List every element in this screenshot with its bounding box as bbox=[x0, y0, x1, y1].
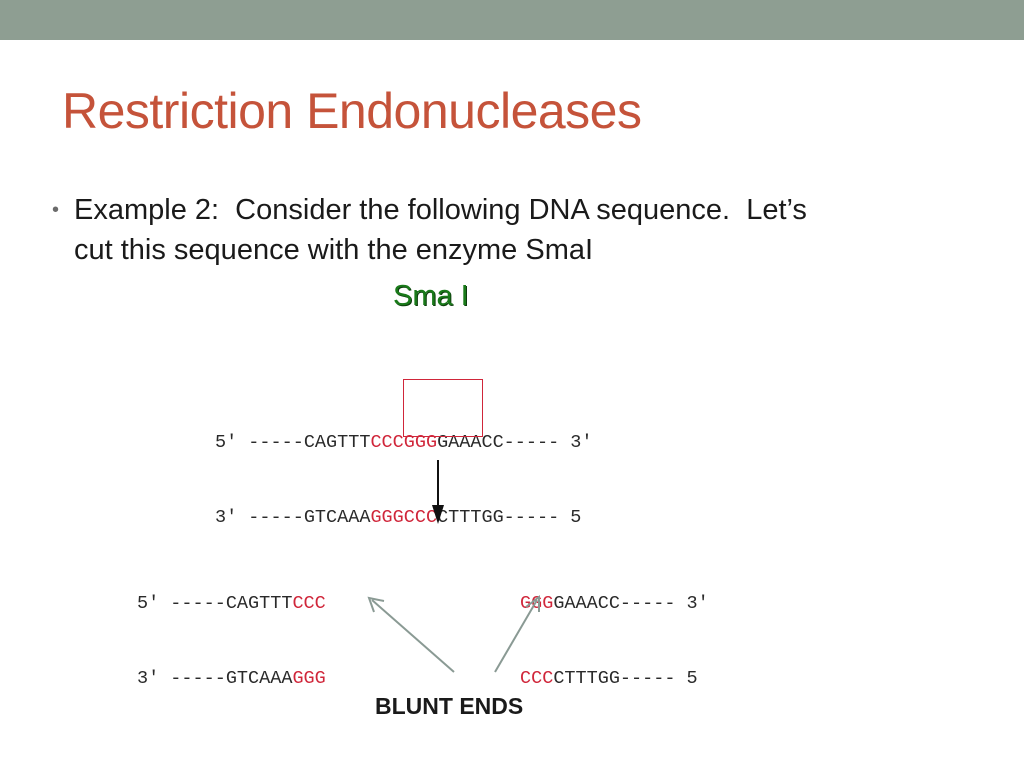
strand-segment: 5' -----CAGTTT bbox=[137, 593, 293, 614]
bullet-line-1: Example 2: Consider the following DNA se… bbox=[74, 194, 807, 226]
bullet-text: Example 2: Consider the following DNA se… bbox=[74, 190, 954, 270]
original-top-strand: 5' -----CAGTTTCCCGGGGAAACC----- 3' bbox=[215, 430, 593, 455]
cut-end: CCC bbox=[292, 593, 326, 614]
strand-segment: 5' -----CAGTTT bbox=[215, 432, 371, 453]
bullet-line-2: cut this sequence with the enzyme SmaI bbox=[74, 234, 594, 266]
top-bar bbox=[0, 0, 1024, 40]
bullet-dot-icon: • bbox=[52, 199, 60, 221]
strand-segment: CTTTGG----- 5 bbox=[437, 507, 582, 528]
right-fragment-bottom-strand: CCCCTTTGG----- 5 bbox=[520, 666, 709, 691]
strand-segment: 3' -----GTCAAA bbox=[137, 668, 293, 689]
left-fragment-bottom-strand: 3' -----GTCAAAGGG bbox=[137, 666, 326, 691]
recognition-site-box bbox=[403, 379, 483, 437]
cut-end: GGG bbox=[520, 593, 554, 614]
slide-title: Restriction Endonucleases bbox=[62, 83, 642, 139]
recognition-site: GGGCCC bbox=[370, 507, 438, 528]
strand-segment: GAAACC----- 3' bbox=[553, 593, 709, 614]
strand-segment: CTTTGG----- 5 bbox=[553, 668, 698, 689]
cut-down-arrow-icon bbox=[432, 460, 444, 524]
pointer-arrow-left-icon bbox=[367, 596, 455, 673]
original-bottom-strand: 3' -----GTCAAAGGGCCCCTTTGG----- 5 bbox=[215, 505, 593, 530]
strand-segment: 3' -----GTCAAA bbox=[215, 507, 371, 528]
cut-end: CCC bbox=[520, 668, 554, 689]
cut-end: GGG bbox=[292, 668, 326, 689]
strand-segment: GAAACC----- 3' bbox=[437, 432, 593, 453]
left-fragment-top-strand: 5' -----CAGTTTCCC bbox=[137, 591, 326, 616]
recognition-site: CCCGGG bbox=[370, 432, 438, 453]
pointer-arrow-right-icon bbox=[494, 594, 540, 673]
enzyme-label: Sma I bbox=[393, 280, 469, 312]
left-fragment: 5' -----CAGTTTCCC 3' -----GTCAAAGGG bbox=[137, 541, 326, 716]
blunt-ends-caption: BLUNT ENDS bbox=[375, 693, 524, 719]
original-sequence: 5' -----CAGTTTCCCGGGGAAACC----- 3' 3' --… bbox=[215, 380, 593, 555]
right-fragment-top-strand: GGGGAAACC----- 3' bbox=[520, 591, 709, 616]
right-fragment: GGGGAAACC----- 3' CCCCTTTGG----- 5 bbox=[520, 541, 709, 716]
